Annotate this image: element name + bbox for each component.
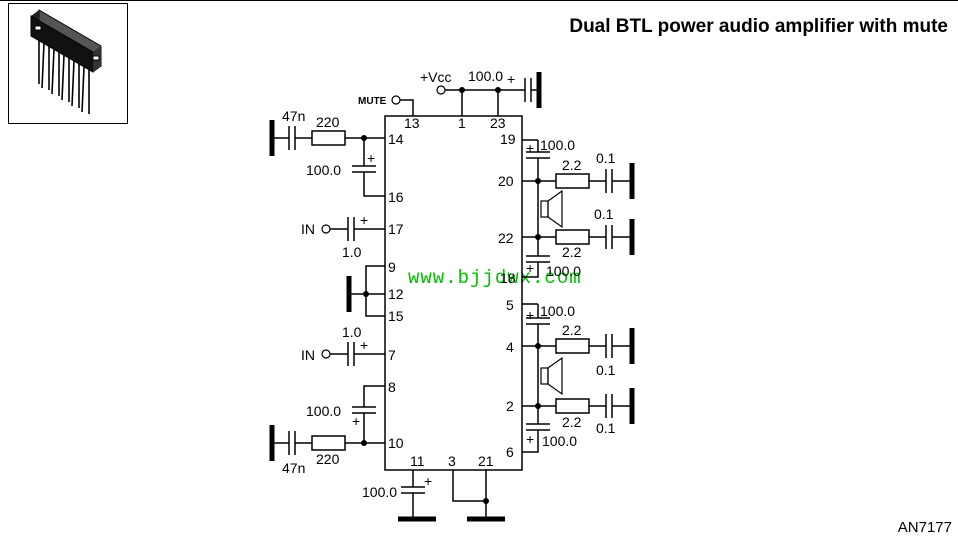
junction-dot xyxy=(361,440,367,446)
r-4-value: 2.2 xyxy=(562,322,582,338)
pin-6: 6 xyxy=(506,444,514,460)
c-18-value: 100.0 xyxy=(546,263,581,279)
r-22-value: 2.2 xyxy=(562,244,582,260)
pin-17: 17 xyxy=(388,221,404,237)
junction-dot xyxy=(495,87,501,93)
pin-23: 23 xyxy=(490,115,506,131)
c-11-value: 100.0 xyxy=(362,484,397,500)
r-top-220: 220 xyxy=(316,114,340,130)
c-5-plus: + xyxy=(526,307,534,323)
in-top-terminal xyxy=(321,224,331,234)
c-18-plus: + xyxy=(526,260,534,276)
ic-body xyxy=(384,115,523,471)
speaker-a-cone xyxy=(547,189,563,229)
c-in-bottom-value: 1.0 xyxy=(342,324,362,340)
speaker-a-icon xyxy=(540,200,549,218)
mute-wire xyxy=(400,99,414,116)
mute-terminal xyxy=(391,95,401,105)
pin-15: 15 xyxy=(388,308,404,324)
pin-7: 7 xyxy=(388,347,396,363)
resistor-220-bottom xyxy=(311,435,346,451)
c-vcc-plus: + xyxy=(507,71,515,87)
pin-21: 21 xyxy=(478,453,494,469)
pin-1: 1 xyxy=(458,115,466,131)
ic-package-icon xyxy=(30,9,102,114)
c-5-value: 100.0 xyxy=(540,303,575,319)
pin-13: 13 xyxy=(404,115,420,131)
pin-14: 14 xyxy=(388,131,404,147)
resistor-220-top xyxy=(311,130,346,146)
c-11-plus: + xyxy=(424,473,432,489)
pin-22: 22 xyxy=(498,230,514,246)
vcc-terminal xyxy=(436,85,446,95)
speaker-b-icon xyxy=(540,367,549,385)
top-rule xyxy=(0,0,958,1)
pin-16: 16 xyxy=(388,189,404,205)
r-2-value: 2.2 xyxy=(562,414,582,430)
pin-9: 9 xyxy=(388,259,396,275)
c-8-10-value: 100.0 xyxy=(306,403,341,419)
c-bottom-47n: 47n xyxy=(282,460,305,476)
wire-to-pin6 xyxy=(522,430,539,453)
diagram-title: Dual BTL power audio amplifier with mute xyxy=(569,16,948,37)
wire-to-pin18 xyxy=(522,262,539,278)
c-vcc-value: 100.0 xyxy=(468,68,503,84)
mute-label: MUTE xyxy=(358,96,387,107)
c-14-16-value: 100.0 xyxy=(306,162,341,178)
in-bottom-terminal xyxy=(321,349,331,359)
pin-12: 12 xyxy=(388,286,404,302)
pin-8: 8 xyxy=(388,379,396,395)
c-22-value: 0.1 xyxy=(594,206,614,222)
r-bottom-220: 220 xyxy=(316,451,340,467)
c-19-value: 100.0 xyxy=(540,137,575,153)
pin-3: 3 xyxy=(448,453,456,469)
vcc-label: +Vcc xyxy=(420,69,452,85)
pin-5: 5 xyxy=(506,297,514,313)
wire-from-pin8 xyxy=(363,385,385,407)
wire-from-pin3 xyxy=(452,470,486,502)
speaker-b-cone xyxy=(547,356,563,396)
c-6-value: 100.0 xyxy=(542,433,577,449)
c-14-16-plus: + xyxy=(367,150,375,166)
pin-4: 4 xyxy=(506,339,514,355)
c-4-value: 0.1 xyxy=(596,362,616,378)
junction-dot xyxy=(483,498,489,504)
junction-dot xyxy=(459,87,465,93)
c-8-10-plus: + xyxy=(352,413,360,429)
r-20-value: 2.2 xyxy=(562,157,582,173)
resistor-2-2-ch-b2 xyxy=(555,398,590,414)
junction-dot xyxy=(363,291,369,297)
c-in-bottom-plus: + xyxy=(360,337,368,353)
pin-10: 10 xyxy=(388,435,404,451)
in-bottom-label: IN xyxy=(301,347,315,363)
c-2-value: 0.1 xyxy=(596,420,616,436)
pin-20: 20 xyxy=(498,173,514,189)
package-thumbnail xyxy=(8,3,128,124)
c-in-top-value: 1.0 xyxy=(342,244,362,260)
c-19-plus: + xyxy=(526,140,534,156)
resistor-2-2-ch-a2 xyxy=(555,229,590,245)
pin-2: 2 xyxy=(506,398,514,414)
in-top-label: IN xyxy=(301,221,315,237)
c-20-value: 0.1 xyxy=(596,150,616,166)
pin-18: 18 xyxy=(500,270,516,286)
wire-to-pin16 xyxy=(363,172,385,197)
drawing-code: AN7177 xyxy=(897,519,952,536)
resistor-2-2-ch-a1 xyxy=(555,173,590,189)
pin-19: 19 xyxy=(500,131,516,147)
gnd-bracket xyxy=(365,265,385,317)
resistor-2-2-ch-b1 xyxy=(555,338,590,354)
c-in-top-plus: + xyxy=(360,212,368,228)
c-top-47n: 47n xyxy=(282,108,305,124)
c-6-plus: + xyxy=(526,431,534,447)
pin-11: 11 xyxy=(410,453,425,469)
